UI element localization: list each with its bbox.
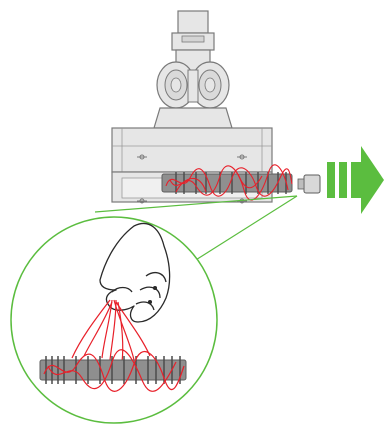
left-wheel	[156, 61, 196, 109]
pulled-hair-strands	[71, 299, 151, 363]
hair-strands-icon	[165, 164, 293, 201]
vacuum-head-icon	[111, 10, 273, 204]
callout-lines	[94, 195, 298, 264]
arrow-right-icon	[327, 146, 384, 214]
hand-icon	[99, 222, 171, 323]
brush-roll-detail	[39, 349, 187, 392]
neck-top	[177, 10, 209, 34]
end-cap-icon	[297, 174, 321, 194]
brush-roll-icon	[161, 164, 293, 201]
floor-head-body	[111, 127, 273, 173]
